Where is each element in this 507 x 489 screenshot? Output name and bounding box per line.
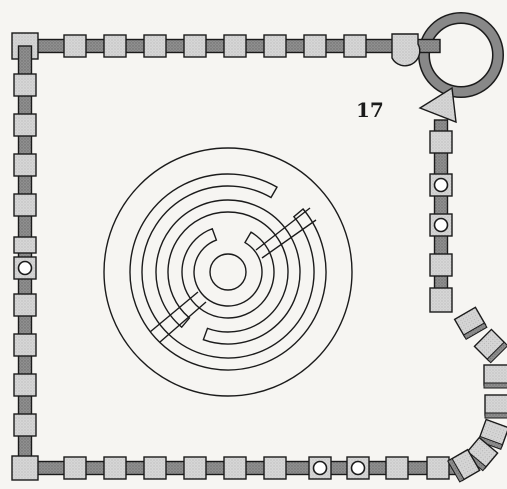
board-square [104, 35, 126, 57]
board-square [14, 294, 36, 316]
board-square [430, 131, 452, 153]
circle-token [19, 262, 32, 275]
page-number: 17 [356, 100, 384, 120]
maze-ring [182, 229, 274, 318]
board-square [430, 254, 452, 276]
board-square [184, 457, 206, 479]
board-square [14, 334, 36, 356]
board-square [14, 154, 36, 176]
board-square [392, 34, 420, 66]
board-square [144, 457, 166, 479]
board-square [427, 457, 449, 479]
board-square [304, 35, 326, 57]
board-square [64, 35, 86, 57]
board-square [14, 414, 36, 436]
maze-center [210, 254, 246, 290]
board-square [104, 457, 126, 479]
circle-token [352, 462, 365, 475]
board-square [474, 329, 507, 362]
board-square [484, 365, 507, 388]
board-square [64, 457, 86, 479]
board-square [12, 456, 38, 480]
board-square [430, 288, 452, 312]
circle-token [314, 462, 327, 475]
board-square [224, 35, 246, 57]
board-square [184, 35, 206, 57]
board-square [14, 74, 36, 96]
maze-ring [156, 200, 300, 344]
board-square [485, 395, 507, 418]
board-square [455, 307, 487, 339]
board-square [264, 35, 286, 57]
board-square [264, 457, 286, 479]
board-square [14, 237, 36, 253]
circular-maze-icon [104, 148, 352, 396]
board-square [224, 457, 246, 479]
board-square [344, 35, 366, 57]
circle-token [435, 179, 448, 192]
board-square [14, 114, 36, 136]
board-square [420, 88, 456, 122]
board-square [14, 374, 36, 396]
board-square [144, 35, 166, 57]
board-square [386, 457, 408, 479]
board-square [14, 194, 36, 216]
circle-token [435, 219, 448, 232]
